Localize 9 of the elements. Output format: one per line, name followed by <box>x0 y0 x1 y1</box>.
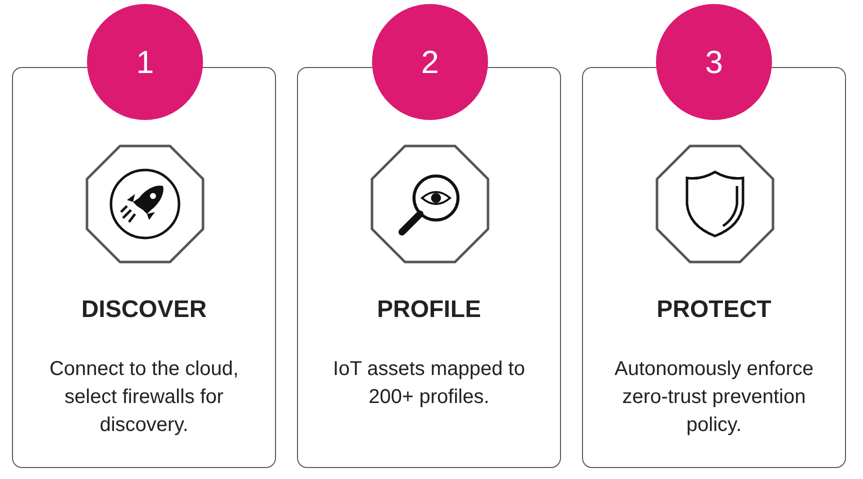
step-heading: PROTECT <box>656 296 772 324</box>
step-heading: PROFILE <box>376 296 482 324</box>
step-number: 3 <box>656 4 772 120</box>
step-number: 1 <box>87 4 203 120</box>
step-description: Connect to the cloud, select firewalls for discovery. <box>48 357 240 438</box>
step-heading: DISCOVER <box>80 296 208 324</box>
step-description: IoT assets mapped to 200+ profiles. <box>332 357 526 410</box>
step-number: 2 <box>372 4 488 120</box>
step-description: Autonomously enforce zero-trust prevention policy. <box>613 357 814 438</box>
